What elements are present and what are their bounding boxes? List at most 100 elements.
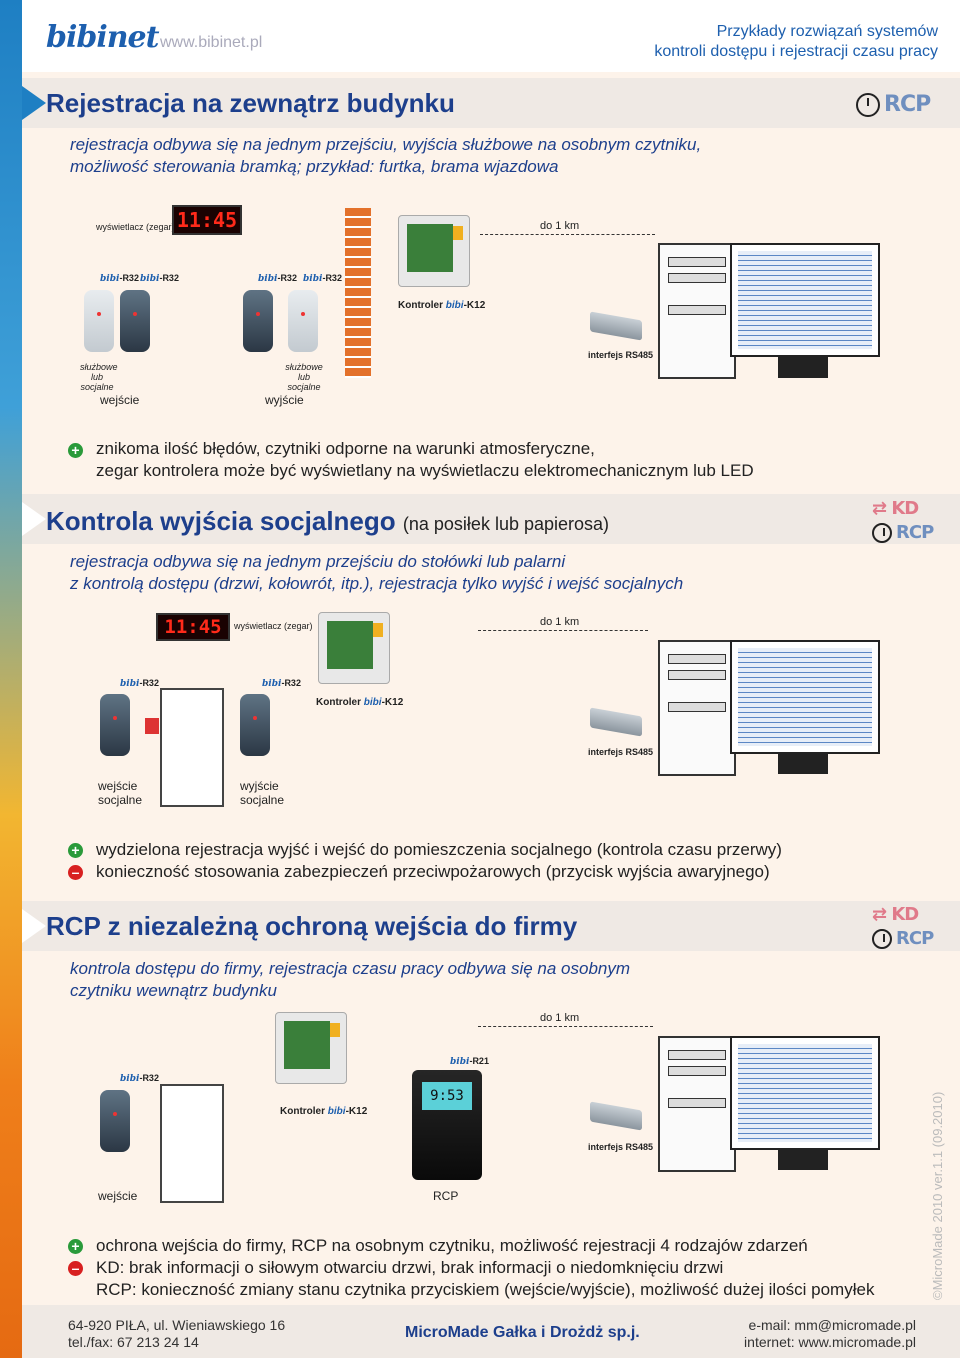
website-link[interactable]: www.bibinet.pl xyxy=(160,34,263,51)
reader-label: bibi-R21 xyxy=(450,1056,489,1067)
advantage: ochrona wejścia do firmy, RCP na osobnym… xyxy=(96,1236,808,1255)
card-reader-dark xyxy=(120,290,150,352)
bibinet-logo[interactable]: bibinet xyxy=(46,20,160,55)
side-gradient-bar xyxy=(0,0,22,1358)
reader-label: bibi-R32 xyxy=(140,273,179,284)
card-reader-dark xyxy=(100,1090,130,1152)
section-2-header xyxy=(22,494,960,544)
card-reader-light xyxy=(288,290,318,352)
card-reader-light xyxy=(84,290,114,352)
clock-icon xyxy=(872,523,892,543)
reader-label: bibi-R32 xyxy=(258,273,297,284)
web-link[interactable]: internet: www.micromade.pl xyxy=(744,1334,916,1350)
rcp-badge: RCP xyxy=(872,522,934,543)
pc-tower xyxy=(658,243,736,379)
rcp-label: RCP xyxy=(433,1189,459,1203)
section-1-header xyxy=(22,78,960,128)
section-2-title: Kontrola wyjścia socjalnego (na posiłek … xyxy=(46,506,610,536)
section-1-description: rejestracja odbywa się na jednym przejśc… xyxy=(70,134,701,178)
entry-label: wejście xyxy=(98,1189,138,1203)
distance-label: do 1 km xyxy=(540,1012,580,1024)
exit-button xyxy=(145,718,159,734)
controller-k12 xyxy=(275,1012,347,1084)
reader-label: bibi-R32 xyxy=(262,678,301,689)
card-reader-dark xyxy=(100,694,130,756)
email-link[interactable]: e-mail: mm@micromade.pl xyxy=(748,1317,916,1333)
micromade-brand: MicroMade Gałka i Drożdż sp.j. xyxy=(405,1324,640,1341)
version-note: ©MicroMade 2010 ver.1.1 (09.2010) xyxy=(930,1091,945,1300)
rcp-reader-r21: 9:53 xyxy=(412,1070,482,1180)
plus-icon: + xyxy=(68,843,83,858)
rcp-badge: RCP xyxy=(856,92,931,117)
section-3-title: RCP z niezależną ochroną wejścia do firm… xyxy=(46,911,578,941)
display-label: wyświetlacz (zegar) xyxy=(96,222,175,232)
controller-k12 xyxy=(318,612,390,684)
clock-icon xyxy=(872,929,892,949)
monitor-screen xyxy=(730,640,880,754)
distance-line xyxy=(480,234,655,236)
rcp-badge-text: RCP xyxy=(884,92,931,117)
header-tagline: Przykłady rozwiązań systemów kontroli do… xyxy=(654,22,938,62)
footer-contact: e-mail: mm@micromade.pl internet: www.mi… xyxy=(744,1317,916,1351)
reader-label: bibi-R32 xyxy=(303,273,342,284)
reader-label: bibi-R32 xyxy=(120,678,159,689)
entry-label: wejście xyxy=(100,393,140,407)
led-clock-display: 11:45 xyxy=(156,613,230,641)
footer-address: 64-920 PIŁA, ul. Wieniawskiego 16 tel./f… xyxy=(68,1317,286,1350)
controller-label: Kontroler bibi-K12 xyxy=(398,300,486,311)
interface-label: interfejs RS485 xyxy=(588,350,654,360)
led-clock-display: 11:45 xyxy=(172,205,242,235)
section-arrow-icon xyxy=(22,502,46,536)
section-arrow-icon xyxy=(22,909,46,943)
card-reader-dark xyxy=(240,694,270,756)
monitor-screen xyxy=(730,1036,880,1150)
monitor-stand xyxy=(778,1148,828,1170)
interface-label: interfejs RS485 xyxy=(588,747,654,757)
section-3-description: kontrola dostępu do firmy, rejestracja c… xyxy=(70,959,631,1000)
controller-k12 xyxy=(398,215,470,287)
plus-icon: + xyxy=(68,443,83,458)
distance-line xyxy=(478,630,648,632)
plus-icon: + xyxy=(68,1239,83,1254)
minus-icon: – xyxy=(68,865,83,880)
desc-line: możliwość sterowania bramką; przykład: f… xyxy=(70,157,559,176)
door xyxy=(160,1084,224,1203)
controller-label: Kontroler bibi-K12 xyxy=(316,697,404,708)
tagline-line-2: kontroli dostępu i rejestracji czasu pra… xyxy=(654,43,938,60)
section-2-description: rejestracja odbywa się na jednym przejśc… xyxy=(70,552,684,593)
display-label: wyświetlacz (zegar) xyxy=(234,621,313,631)
distance-line xyxy=(478,1026,653,1028)
distance-label: do 1 km xyxy=(540,220,580,232)
brick-wall xyxy=(345,208,371,378)
clock-icon xyxy=(856,93,880,117)
monitor-stand xyxy=(778,356,828,378)
disadvantages: KD: brak informacji o siłowym otwarciu d… xyxy=(96,1258,875,1299)
reader-label: bibi-R32 xyxy=(100,273,139,284)
kd-badge: ⇄ KD xyxy=(872,498,919,519)
rcp-badge: RCP xyxy=(872,928,934,949)
card-reader-dark xyxy=(243,290,273,352)
pc-tower xyxy=(658,1036,736,1172)
minus-icon: – xyxy=(68,1261,83,1276)
kd-badge: ⇄ KD xyxy=(872,904,919,925)
tagline-line-1: Przykłady rozwiązań systemów xyxy=(716,23,938,40)
monitor-screen xyxy=(730,243,880,357)
top-header xyxy=(22,0,960,72)
advantage: wydzielona rejestracja wyjść i wejść do … xyxy=(96,840,782,859)
desc-line: rejestracja odbywa się na jednym przejśc… xyxy=(70,135,702,154)
section-arrow-icon xyxy=(22,86,46,120)
exit-label: wyjście xyxy=(265,393,304,407)
door xyxy=(160,688,224,807)
section-1-title: Rejestracja na zewnątrz budynku xyxy=(46,88,455,118)
disadvantage: konieczność stosowania zabezpieczeń prze… xyxy=(96,862,770,881)
section-3-header xyxy=(22,901,960,951)
distance-label: do 1 km xyxy=(540,616,580,628)
pc-tower xyxy=(658,640,736,776)
monitor-stand xyxy=(778,752,828,774)
controller-label: Kontroler bibi-K12 xyxy=(280,1106,368,1117)
footer xyxy=(22,1305,960,1358)
